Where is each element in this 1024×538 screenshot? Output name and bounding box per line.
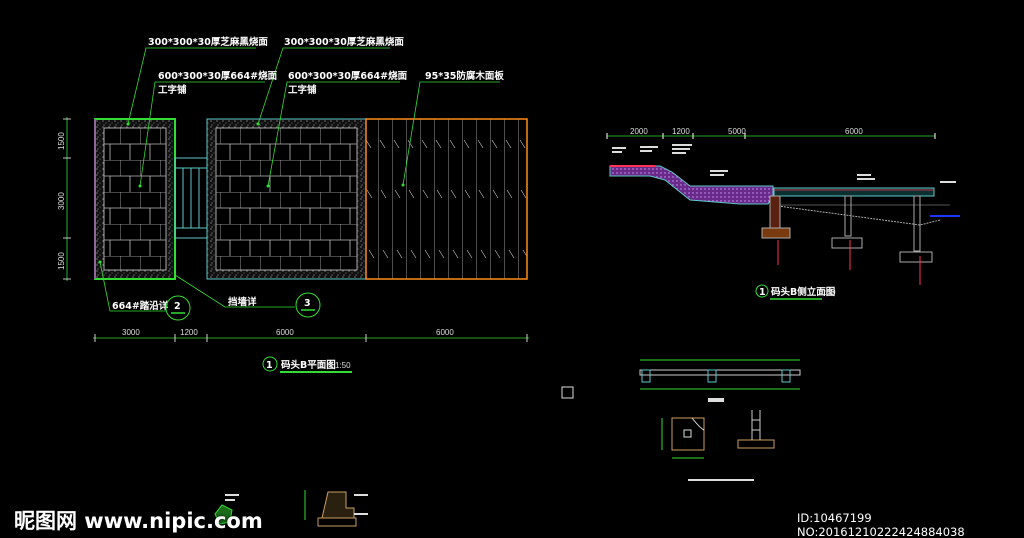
watermark-site: 昵图网 www.nipic.com bbox=[14, 509, 263, 533]
section-view: 2000 1200 5000 6000 bbox=[606, 127, 960, 300]
connecting-bridge bbox=[174, 157, 208, 239]
plan-title: 1 码头B平面图 1:50 bbox=[262, 356, 352, 373]
left-platform bbox=[94, 118, 176, 280]
svg-text:2: 2 bbox=[174, 301, 181, 312]
callout-mid-top: 300*300*30厚芝麻黑烧面 bbox=[284, 36, 404, 48]
dim-v-3000: 3000 bbox=[57, 192, 66, 210]
timber-deck bbox=[365, 118, 528, 280]
section-title-text: 码头B侧立面图 bbox=[771, 286, 835, 298]
middle-platform bbox=[206, 118, 367, 280]
selection-square bbox=[561, 386, 574, 399]
svg-text:1: 1 bbox=[266, 360, 273, 371]
callout-left-pattern: 工字铺 bbox=[158, 84, 187, 96]
detail-beam bbox=[639, 359, 801, 402]
detail-bubble-3: 3 bbox=[295, 292, 321, 318]
svg-text:1: 1 bbox=[759, 287, 766, 298]
section-deck bbox=[773, 187, 960, 226]
callout-mid-pattern: 工字铺 bbox=[288, 84, 317, 96]
leader-lines bbox=[99, 47, 500, 312]
svg-text:3: 3 bbox=[304, 298, 311, 309]
dimension-lines bbox=[63, 117, 529, 342]
callout-left-mid: 600*300*30厚664#烧面 bbox=[158, 70, 278, 82]
plan-title-text: 码头B平面图 bbox=[281, 359, 336, 371]
dim-3000: 3000 bbox=[122, 328, 140, 337]
callout-timber: 95*35防腐木面板 bbox=[425, 70, 504, 82]
section-dim-1200: 1200 bbox=[672, 127, 690, 136]
section-dim-2000: 2000 bbox=[630, 127, 648, 136]
detail-step bbox=[214, 494, 239, 525]
section-dim-5000: 5000 bbox=[728, 127, 746, 136]
section-dim-6000: 6000 bbox=[845, 127, 863, 136]
callout-mid-mid: 600*300*30厚664#烧面 bbox=[288, 70, 408, 82]
dim-6000-a: 6000 bbox=[276, 328, 294, 337]
callout-step-detail: 664#踏沿详 bbox=[112, 300, 169, 312]
detail-footing bbox=[661, 410, 775, 481]
dim-6000-b: 6000 bbox=[436, 328, 454, 337]
section-notes bbox=[612, 144, 956, 183]
section-piers bbox=[761, 195, 933, 285]
dim-v-1500-a: 1500 bbox=[57, 132, 66, 150]
watermark-id: ID:10467199 NO:20161210222424884038 bbox=[797, 511, 965, 538]
callout-wall-detail: 挡墙详 bbox=[228, 296, 257, 308]
detail-bubble-2: 2 bbox=[165, 295, 191, 321]
section-slope bbox=[609, 165, 774, 205]
dim-v-1500-b: 1500 bbox=[57, 252, 66, 270]
callout-left-top: 300*300*30厚芝麻黑烧面 bbox=[148, 36, 268, 48]
section-scale: 1:50 bbox=[820, 288, 836, 297]
plan-view: 300*300*30厚芝麻黑烧面 600*300*30厚664#烧面 工字铺 3… bbox=[57, 36, 529, 373]
detail-retaining-wall bbox=[304, 490, 368, 527]
section-title: 1 码头B侧立面图 1:50 bbox=[755, 284, 836, 300]
leader-dots bbox=[98, 122, 405, 264]
dim-1200: 1200 bbox=[180, 328, 198, 337]
plan-scale: 1:50 bbox=[335, 361, 351, 370]
